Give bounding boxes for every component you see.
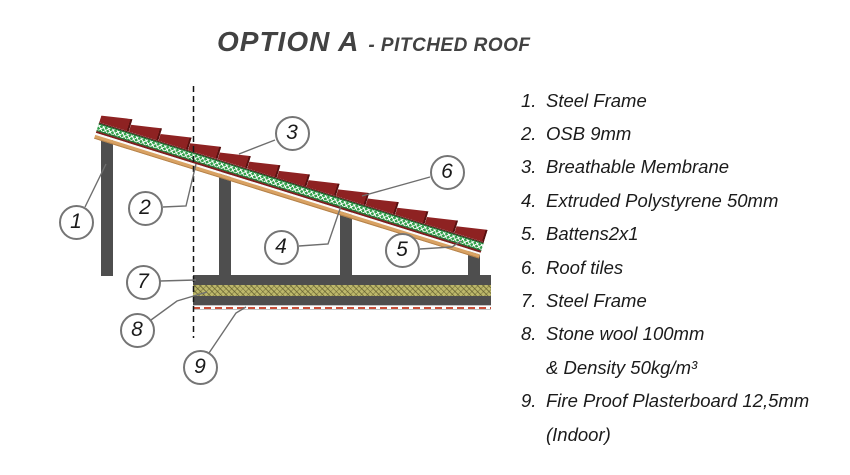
legend-item-2-label: OSB 9mm [546,123,632,145]
leader-line-7 [159,279,197,282]
legend-item-7-number: 7. [521,290,537,312]
callout-9: 9 [182,349,218,385]
legend-item-6-number: 6. [521,256,537,278]
callout-9-number: 9 [194,355,206,378]
steel-post-left [101,140,113,276]
legend-item-8: 8. Stone wool 100mm [521,318,809,351]
legend-item-1-label: Steel Frame [546,89,647,111]
page-title: OPTION A - PITCHED ROOF [217,26,530,58]
leader-line-9 [208,306,247,354]
callout-4-number: 4 [275,235,287,258]
legend-item-9-label: Fire Proof Plasterboard 12,5mm [546,390,810,412]
leader-line-3 [238,139,276,155]
legend-item-9-number: 9. [521,390,537,412]
callout-5-number: 5 [396,238,408,261]
legend-item-6: 6. Roof tiles [521,251,809,284]
legend-item-5-label: Battens2x1 [546,223,639,245]
callout-4: 4 [263,229,299,265]
callout-3: 3 [274,115,310,151]
callout-8-number: 8 [131,318,143,341]
steel-post-mid-right [340,208,352,275]
callout-8: 8 [119,312,155,348]
title-roof-type: - PITCHED ROOF [368,35,531,56]
legend-item-8-label: Stone wool 100mm [546,323,705,345]
legend-item-5: 5. Battens2x1 [521,218,809,251]
legend-item-1: 1. Steel Frame [521,84,809,117]
legend-item-7-label: Steel Frame [546,290,647,312]
steel-post-mid-left [219,172,231,275]
callout-2: 2 [127,190,163,226]
legend-item-4-label: Extruded Polystyrene 50mm [546,189,779,211]
legend-item-6-label: Roof tiles [546,256,624,278]
ceiling-steel-frame-top [193,275,491,285]
legend-item-2-number: 2. [521,123,537,145]
legend-item-3: 3. Breathable Membrane [521,151,809,184]
legend-item-8-number: 8. [521,323,537,345]
plasterboard-layer [193,305,491,310]
callout-3-number: 3 [286,121,298,144]
callout-6: 6 [429,154,465,190]
legend-item-3-label: Breathable Membrane [546,156,730,178]
leader-line-2 [162,163,197,208]
legend-item-4: 4. Extruded Polystyrene 50mm [521,184,809,217]
legend-item-3-number: 3. [521,156,537,178]
callout-5: 5 [384,232,420,268]
legend-item-8-line2: & Density 50kg/m³ [521,351,809,384]
callout-7: 7 [125,264,161,300]
ceiling-steel-frame-bottom [193,296,491,305]
legend-item-9: 9. Fire Proof Plasterboard 12,5mm [521,385,809,418]
legend-item-4-number: 4. [521,189,537,211]
legend-item-8-label2: & Density 50kg/m³ [546,356,698,378]
legend: 1. Steel Frame 2. OSB 9mm 3. Breathable Mem… [521,84,809,451]
stone-wool-layer [193,285,491,296]
callout-6-number: 6 [441,160,453,183]
callout-2-number: 2 [139,196,151,219]
legend-item-2: 2. OSB 9mm [521,117,809,150]
title-option: OPTION A [217,26,360,57]
legend-item-7: 7. Steel Frame [521,284,809,317]
callout-7-number: 7 [137,270,149,293]
callout-1: 1 [58,204,94,240]
legend-item-9-label2: (Indoor) [546,423,611,445]
legend-item-1-number: 1. [521,89,537,111]
legend-item-9-line2: (Indoor) [521,418,809,451]
legend-item-5-number: 5. [521,223,537,245]
callout-1-number: 1 [70,210,82,233]
